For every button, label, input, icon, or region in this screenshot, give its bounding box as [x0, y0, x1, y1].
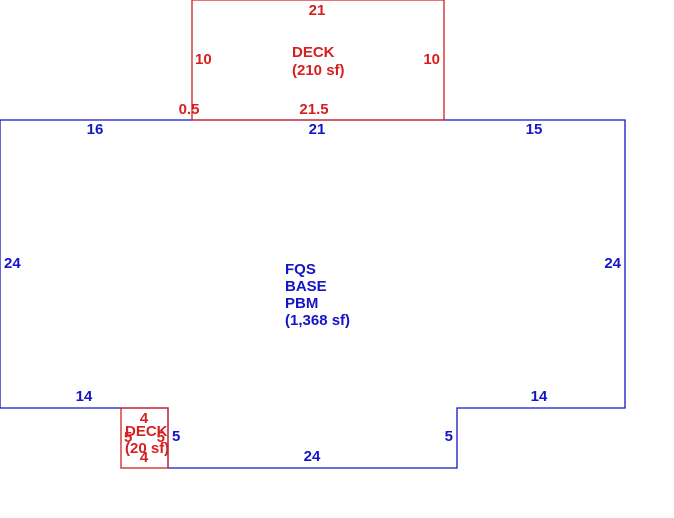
upper-deck-outline — [191, 0, 445, 120]
base-area-label: FQS BASE PBM (1,368 sf) — [285, 261, 350, 329]
upper-deck-label-line-1: DECK — [292, 44, 335, 61]
base-dim-bottom: 24 — [304, 448, 321, 465]
base-dim-bottom-left: 14 — [76, 388, 93, 405]
base-label-line-2: BASE — [285, 278, 327, 295]
base-dim-notch-left: 5 — [172, 428, 180, 445]
base-dim-bottom-right: 14 — [531, 388, 548, 405]
base-label-line-4: (1,368 sf) — [285, 312, 350, 329]
lower-deck-label-line-1: DECK — [125, 423, 168, 440]
base-label-line-1: FQS — [285, 261, 316, 278]
base-dim-top-middle: 21 — [309, 121, 326, 138]
upper-deck-dim-right: 10 — [423, 51, 440, 68]
upper-deck-dim-left: 10 — [195, 51, 212, 68]
base-dim-right: 24 — [604, 255, 621, 272]
lower-deck-dim-right: 5 — [157, 429, 165, 446]
base-dim-notch-right: 5 — [445, 428, 453, 445]
upper-deck-dim-bottom-offset: 0.5 — [179, 101, 200, 118]
base-dim-left: 24 — [4, 255, 21, 272]
upper-deck-dim-bottom: 21.5 — [299, 101, 328, 118]
lower-deck-dim-bottom: 4 — [140, 449, 149, 466]
base-area-outline — [0, 119, 626, 469]
lower-deck-dim-top: 4 — [140, 410, 149, 427]
lower-deck-dim-left: 5 — [124, 429, 132, 446]
base-dim-top-right: 15 — [526, 121, 543, 138]
upper-deck-label-line-2: (210 sf) — [292, 62, 345, 79]
base-dim-top-left: 16 — [87, 121, 104, 138]
upper-deck-dim-top: 21 — [309, 2, 326, 19]
lower-deck-label: DECK (20 sf) — [125, 423, 169, 457]
lower-deck-outline — [120, 407, 169, 469]
lower-deck-label-line-2: (20 sf) — [125, 440, 169, 457]
upper-deck-label: DECK (210 sf) — [292, 44, 345, 79]
base-label-line-3: PBM — [285, 295, 318, 312]
